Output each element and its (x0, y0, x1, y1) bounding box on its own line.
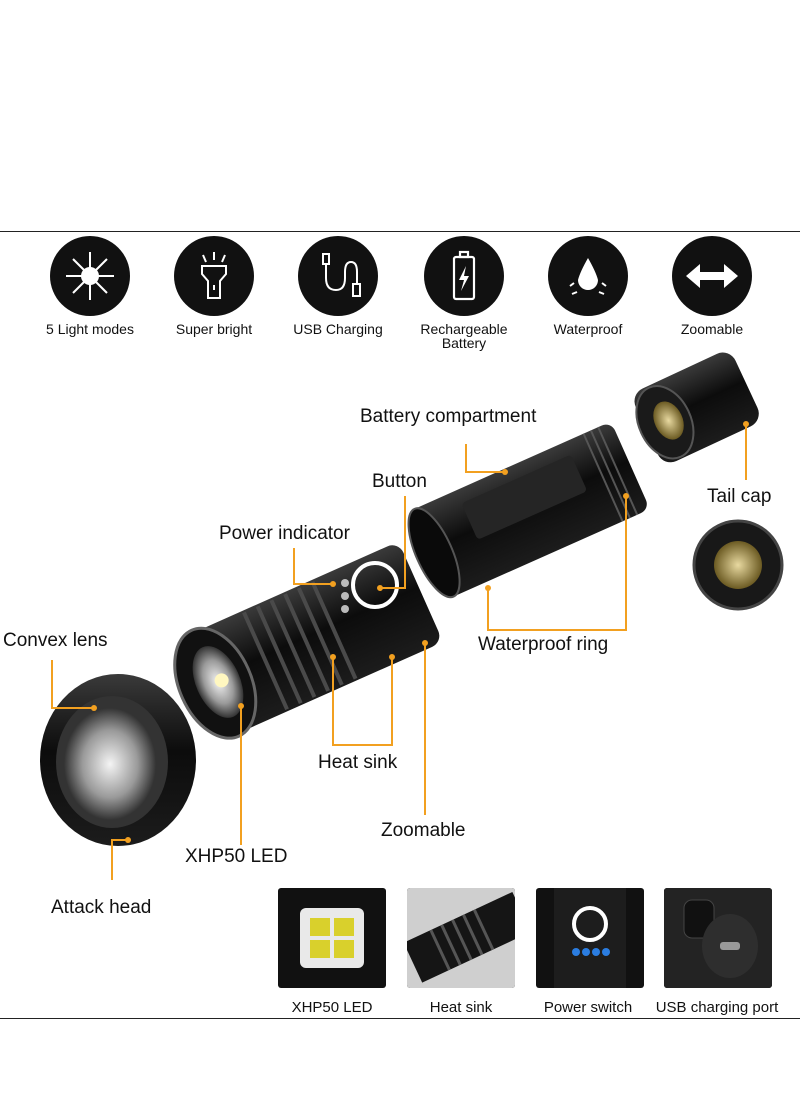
flashlight-icon (174, 236, 254, 316)
callout-waterproof-ring: Waterproof ring (478, 634, 609, 655)
feature-waterproof: Waterproof (533, 236, 643, 336)
detail-power-switch-image (536, 888, 644, 988)
bottom-rule (0, 1018, 800, 1019)
feature-zoomable: Zoomable (657, 236, 767, 336)
detail-usb-port-image (664, 888, 772, 988)
top-rule (0, 231, 800, 232)
feature-super-bright: Super bright (159, 236, 269, 336)
attack-head-part (40, 674, 196, 846)
detail-label: Power switch (543, 999, 633, 1016)
detail-label: Heat sink (429, 999, 493, 1016)
callout-heat-sink: Heat sink (318, 752, 398, 773)
feature-usb-charging: USB Charging (283, 236, 393, 336)
battery-tube-part (407, 424, 647, 599)
callout-battery-compartment: Battery compartment (360, 406, 537, 427)
button-ring (351, 561, 399, 609)
callout-convex-lens: Convex lens (3, 630, 108, 651)
callout-tail-cap: Tail cap (707, 486, 772, 507)
callout-attack-head: Attack head (51, 897, 152, 918)
tail-cap-part (634, 352, 759, 463)
feature-label: Rechargeable Battery (420, 321, 508, 351)
callout-zoomable: Zoomable (381, 820, 466, 841)
feature-label: Zoomable (680, 321, 744, 337)
arrows-icon (672, 236, 752, 316)
feature-light-modes: 5 Light modes (35, 236, 145, 336)
flashlight-body-part (173, 545, 440, 740)
feature-label: USB Charging (293, 321, 383, 337)
feature-label: Super bright (175, 321, 253, 337)
callout-button: Button (372, 471, 427, 492)
detail-label: USB charging port (655, 999, 779, 1016)
detail-label: XHP50 LED (291, 999, 373, 1016)
detail-led-image (278, 888, 386, 988)
callout-xhp50-led: XHP50 LED (185, 846, 288, 867)
callout-power-indicator: Power indicator (219, 523, 350, 544)
feature-label: 5 Light modes (46, 321, 134, 337)
water-drop-icon (548, 236, 628, 316)
flashlight-illustration (40, 352, 784, 880)
detail-heat-sink-image (407, 888, 515, 988)
feature-label: Waterproof (553, 321, 623, 337)
usb-cable-icon (298, 236, 378, 316)
sun-icon (50, 236, 130, 316)
callout-lines (51, 424, 747, 880)
battery-icon (424, 236, 504, 316)
feature-rechargeable: Rechargeable Battery (409, 236, 519, 350)
